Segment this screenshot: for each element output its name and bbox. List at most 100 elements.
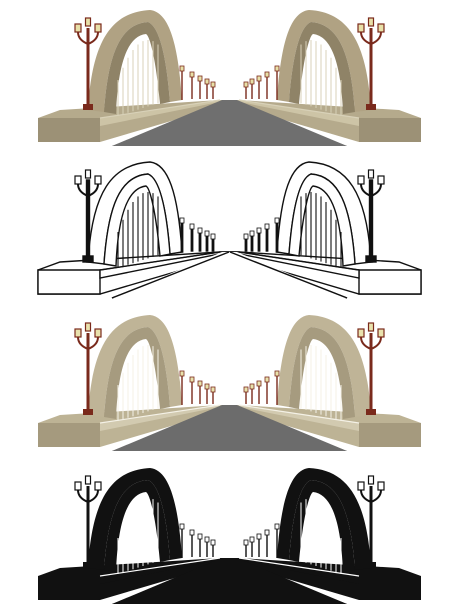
lamp-post bbox=[212, 544, 214, 557]
lamp-post bbox=[181, 70, 183, 100]
lamp-post bbox=[212, 391, 214, 404]
road-edge-left bbox=[111, 251, 230, 299]
street-lamp bbox=[256, 75, 262, 99]
railing-top bbox=[99, 99, 221, 119]
street-lamp bbox=[357, 475, 385, 568]
lamp-lantern bbox=[377, 481, 385, 491]
parapet-top bbox=[100, 100, 229, 126]
lamp-lantern bbox=[189, 529, 195, 536]
street-lamp bbox=[243, 233, 249, 252]
road-edge-right bbox=[229, 251, 348, 299]
lamp-lantern bbox=[243, 539, 249, 546]
lamp-post bbox=[266, 76, 268, 99]
lamp-post bbox=[86, 486, 90, 568]
lamp-lantern bbox=[204, 230, 210, 237]
street-lamp bbox=[357, 17, 385, 110]
street-lamp bbox=[243, 81, 249, 99]
lamp-lantern bbox=[84, 475, 92, 485]
road-center bbox=[112, 405, 347, 451]
lamp-arms bbox=[360, 31, 382, 45]
lamp-lantern bbox=[84, 17, 92, 27]
street-lamp bbox=[179, 370, 185, 405]
railing-top bbox=[99, 404, 221, 424]
street-lamp bbox=[204, 383, 210, 404]
lamp-base bbox=[366, 104, 376, 110]
lamp-lantern bbox=[357, 23, 365, 33]
lamp-lantern bbox=[94, 481, 102, 491]
lamp-post bbox=[368, 179, 374, 263]
street-lamp bbox=[210, 386, 216, 404]
railing-top bbox=[99, 557, 221, 577]
lamp-post bbox=[191, 381, 193, 404]
street-lamp bbox=[189, 71, 195, 99]
arch-hangers bbox=[300, 498, 342, 574]
lamp-lantern bbox=[264, 376, 270, 383]
street-lamp bbox=[256, 533, 262, 557]
lamp-arms bbox=[77, 31, 99, 45]
lamp-post bbox=[265, 227, 269, 252]
lamp-post bbox=[258, 538, 260, 557]
lamp-lantern bbox=[264, 529, 270, 536]
lamp-lantern bbox=[189, 223, 195, 230]
street-lamp bbox=[210, 81, 216, 99]
lamp-lantern bbox=[197, 533, 203, 540]
street-lamp bbox=[179, 523, 185, 558]
street-lamp bbox=[249, 536, 255, 557]
arch-hangers bbox=[300, 192, 342, 268]
lamp-post bbox=[199, 80, 201, 99]
lamp-post bbox=[275, 221, 279, 253]
lamp-lantern bbox=[210, 233, 216, 240]
bridge-variant-silhouette bbox=[38, 468, 421, 604]
lamp-lantern bbox=[179, 65, 185, 72]
lamp-post bbox=[206, 541, 208, 557]
lamp-lantern bbox=[204, 383, 210, 390]
arch-hangers bbox=[117, 498, 159, 574]
arch-hangers bbox=[300, 345, 342, 421]
parapet-end-block bbox=[38, 423, 100, 447]
lamp-post bbox=[86, 28, 90, 110]
street-lamp bbox=[189, 529, 195, 557]
parapet-top bbox=[230, 100, 359, 126]
parapet-end-block bbox=[359, 118, 421, 142]
lamp-arms bbox=[360, 336, 382, 350]
street-lamp bbox=[74, 475, 102, 568]
lamp-lantern bbox=[249, 230, 255, 237]
lamp-lantern bbox=[210, 81, 216, 88]
lamp-lantern bbox=[84, 169, 92, 179]
street-lamp bbox=[264, 71, 270, 99]
arch-hangers bbox=[117, 345, 159, 421]
parapet-top bbox=[100, 405, 229, 431]
lamp-lantern bbox=[377, 328, 385, 338]
street-lamp bbox=[249, 383, 255, 404]
lamp-lantern bbox=[179, 370, 185, 377]
lamp-lantern bbox=[243, 81, 249, 88]
lamp-post bbox=[212, 86, 214, 99]
road-center bbox=[112, 558, 347, 604]
street-lamp bbox=[274, 523, 280, 558]
street-lamp bbox=[256, 227, 262, 252]
lamp-post bbox=[245, 391, 247, 404]
lamp-post bbox=[190, 227, 194, 252]
lamp-lantern bbox=[274, 370, 280, 377]
lamp-lantern bbox=[367, 322, 375, 332]
lamp-arms bbox=[77, 183, 99, 197]
arch-hangers bbox=[300, 40, 342, 116]
parapet-top bbox=[100, 558, 229, 584]
street-lamp bbox=[264, 529, 270, 557]
street-lamp bbox=[274, 217, 280, 253]
lamp-lantern bbox=[367, 169, 375, 179]
street-lamp bbox=[74, 169, 102, 263]
lamp-base bbox=[82, 255, 94, 263]
parapet-end-block bbox=[359, 576, 421, 600]
lamp-post bbox=[180, 221, 184, 253]
street-lamp bbox=[204, 230, 210, 252]
street-lamp bbox=[264, 223, 270, 252]
bridge-variant-beige bbox=[38, 315, 421, 451]
lamp-lantern bbox=[179, 217, 185, 224]
lamp-post bbox=[205, 234, 209, 252]
lamp-lantern bbox=[274, 523, 280, 530]
bridge-arch bbox=[277, 10, 371, 112]
lamp-post bbox=[257, 231, 261, 252]
lamp-post bbox=[199, 538, 201, 557]
